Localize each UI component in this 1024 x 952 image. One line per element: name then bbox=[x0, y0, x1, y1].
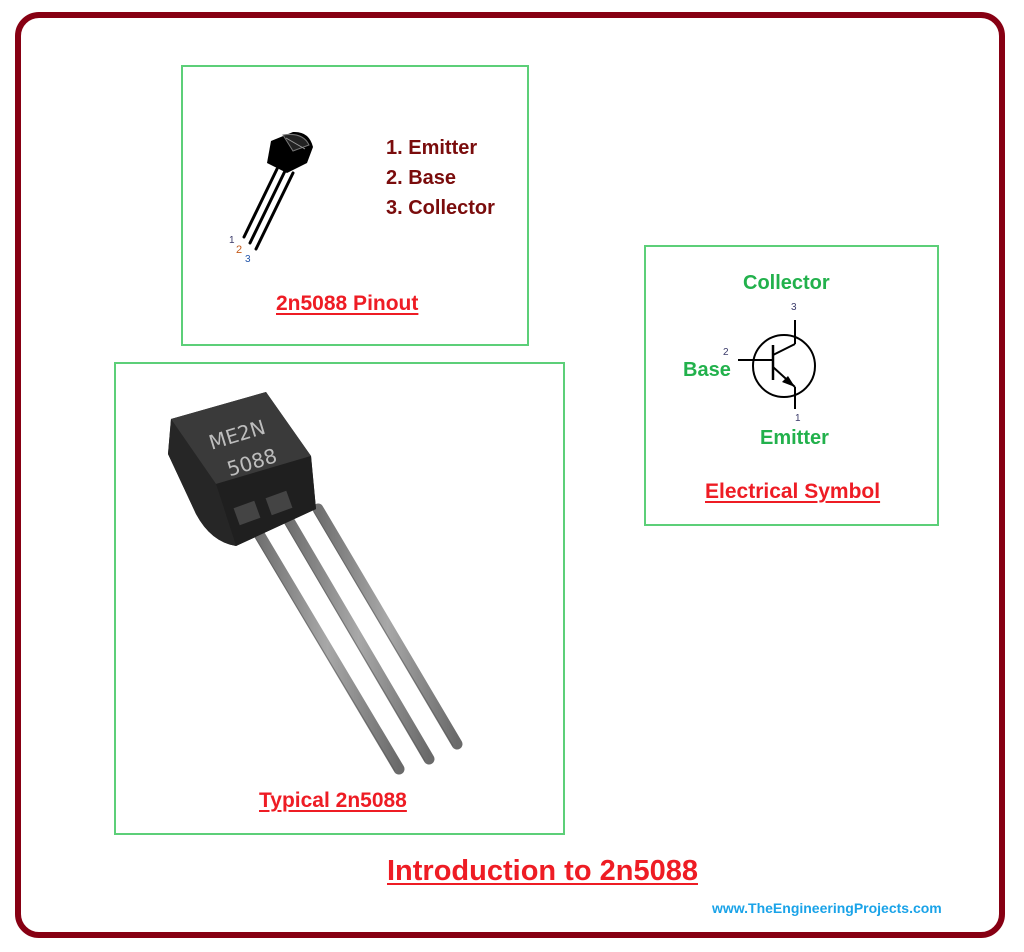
photo-caption: Typical 2n5088 bbox=[259, 789, 407, 812]
pin-list: 1. Emitter 2. Base 3. Collector bbox=[386, 133, 495, 223]
transistor-photo: ME2N 5088 bbox=[168, 392, 463, 775]
pin-label-base: 2. Base bbox=[386, 167, 457, 189]
base-label: Base bbox=[683, 359, 731, 381]
pin-label-collector: 3. Collector bbox=[386, 197, 495, 219]
collector-pin-number: 3 bbox=[791, 302, 797, 313]
symbol-panel: Collector Base Emitter 3 2 1 Electrical … bbox=[644, 245, 939, 526]
pin-label-emitter: 1. Emitter bbox=[386, 137, 478, 159]
outer-frame bbox=[15, 12, 1005, 938]
collector-label: Collector bbox=[743, 272, 830, 294]
npn-transistor-symbol-icon: 3 2 1 bbox=[723, 302, 816, 424]
pinout-panel: 1 2 3 1. Emitter 2. Base 3. Collector 2n… bbox=[181, 65, 529, 346]
symbol-caption: Electrical Symbol bbox=[705, 480, 881, 503]
emitter-pin-number: 1 bbox=[795, 413, 801, 424]
pinout-caption: 2n5088 Pinout bbox=[276, 292, 419, 315]
watermark-link[interactable]: www.TheEngineeringProjects.com bbox=[712, 900, 942, 916]
pin-number-1: 1 bbox=[229, 235, 235, 246]
pin-number-3: 3 bbox=[245, 254, 251, 265]
emitter-label: Emitter bbox=[760, 427, 829, 449]
page-title: Introduction to 2n5088 bbox=[387, 855, 698, 887]
photo-panel: ME2N 5088 Typical 2n5088 bbox=[114, 362, 565, 835]
base-pin-number: 2 bbox=[723, 347, 729, 358]
pin-number-2: 2 bbox=[236, 244, 242, 256]
to92-pinout-icon: 1 2 3 bbox=[229, 131, 313, 265]
